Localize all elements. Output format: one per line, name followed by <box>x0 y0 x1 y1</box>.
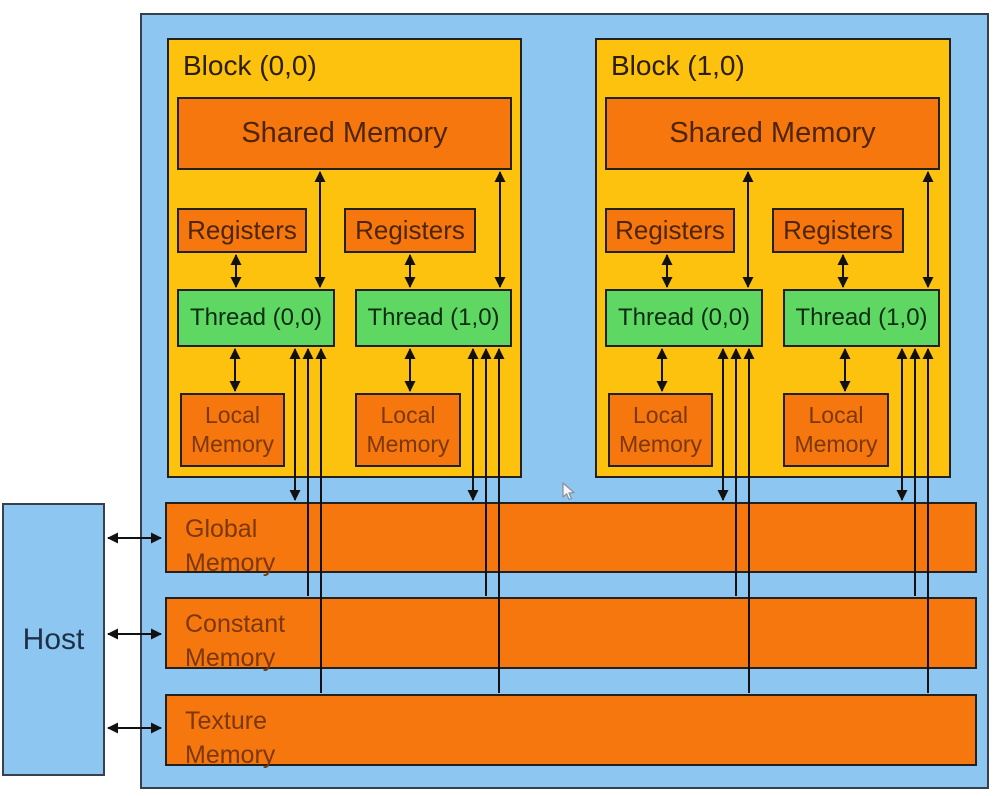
block-1-thread-1: Thread (1,0) <box>783 289 940 347</box>
block-1-local-memory-1: Local Memory <box>783 393 889 467</box>
texture-memory-bar: Texture Memory <box>165 694 977 769</box>
constant-memory-bar: Constant Memory <box>165 597 977 672</box>
constant-memory-label: Constant Memory <box>185 610 286 672</box>
block-0-shared-memory: Shared Memory <box>177 97 512 170</box>
block-0-local-memory-1: Local Memory <box>355 393 461 467</box>
block-1-registers-1: Registers <box>772 208 904 253</box>
global-memory-label: Global Memory <box>185 515 276 577</box>
block-0-registers-1: Registers <box>344 208 476 253</box>
block-1-title: Block (1,0) <box>611 50 745 81</box>
block-0-local-memory-0: Local Memory <box>180 393 285 467</box>
block-1-registers-0: Registers <box>605 208 735 253</box>
block-0-thread-0: Thread (0,0) <box>177 289 335 347</box>
block-0-title: Block (0,0) <box>183 50 317 81</box>
texture-memory-label: Texture Memory <box>185 707 276 769</box>
block-0-registers-0: Registers <box>177 208 307 253</box>
block-0-thread-1: Thread (1,0) <box>355 289 512 347</box>
host-box: Host <box>2 503 105 776</box>
block-1-shared-memory: Shared Memory <box>605 97 940 170</box>
global-memory-bar: Global Memory <box>165 502 977 577</box>
block-1-thread-0: Thread (0,0) <box>605 289 763 347</box>
block-1-local-memory-0: Local Memory <box>608 393 713 467</box>
